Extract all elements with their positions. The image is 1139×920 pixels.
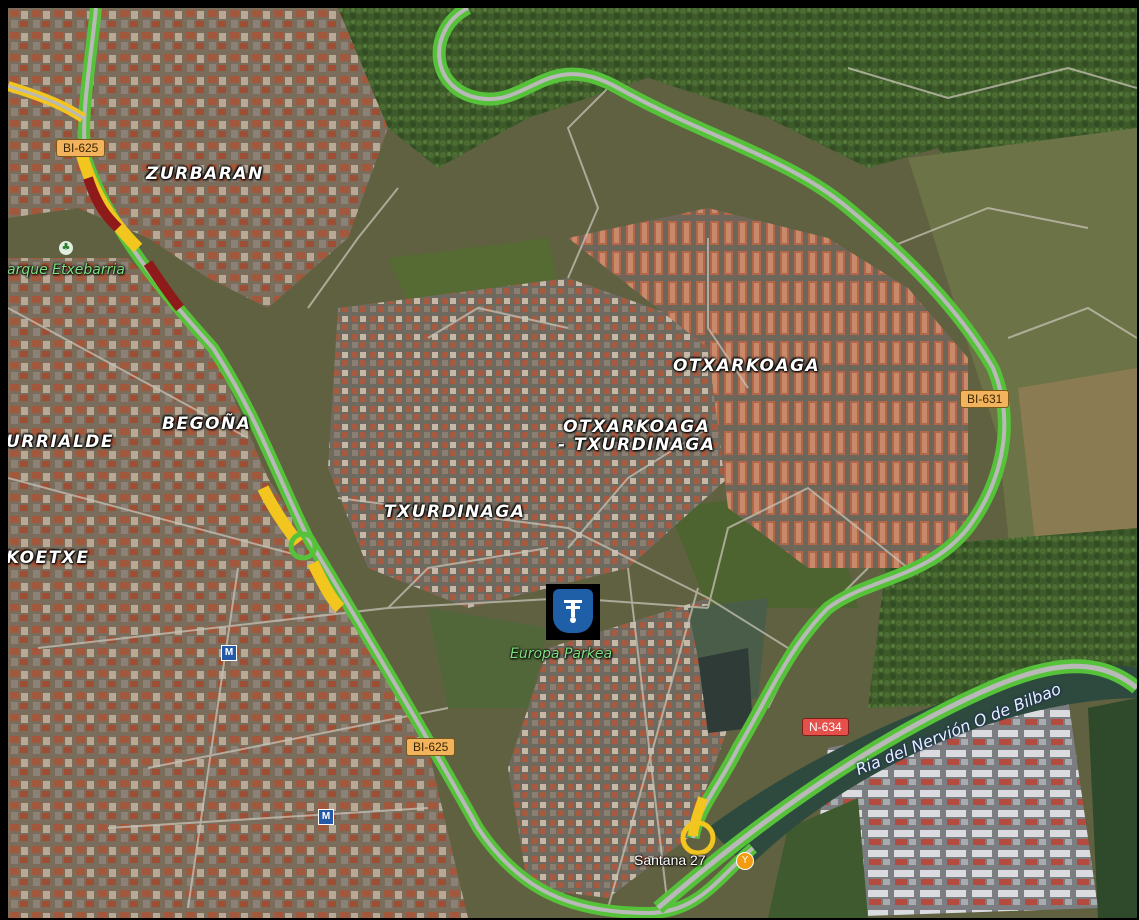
satellite-map[interactable] — [8, 8, 1137, 918]
tram-stop-marker[interactable] — [546, 584, 600, 640]
urban-west — [8, 258, 468, 918]
urban-otxarkoaga — [568, 208, 968, 568]
metro-icon[interactable]: M — [318, 809, 334, 825]
urban-santutxu — [508, 598, 728, 898]
tree-icon[interactable]: ♣ — [59, 241, 73, 255]
tram-stop-icon — [553, 589, 593, 633]
highway-bi625 — [8, 8, 757, 918]
road-shield-bi631[interactable]: BI-631 — [960, 390, 1010, 408]
highway-n634 — [653, 659, 1137, 914]
cocktail-icon[interactable]: Y — [736, 852, 754, 870]
road-shield-n634[interactable]: N-634 — [802, 718, 849, 736]
forest-area — [338, 8, 1137, 428]
metro-icon[interactable]: M — [221, 645, 237, 661]
road-shield-bi625-bottom[interactable]: BI-625 — [406, 738, 456, 756]
urban-zurbaran — [8, 8, 388, 308]
minor-streets — [8, 66, 1137, 909]
urban-txurdinaga — [328, 278, 728, 608]
road-shield-bi625-top[interactable]: BI-625 — [56, 139, 106, 157]
highway-bi631 — [432, 8, 1011, 840]
